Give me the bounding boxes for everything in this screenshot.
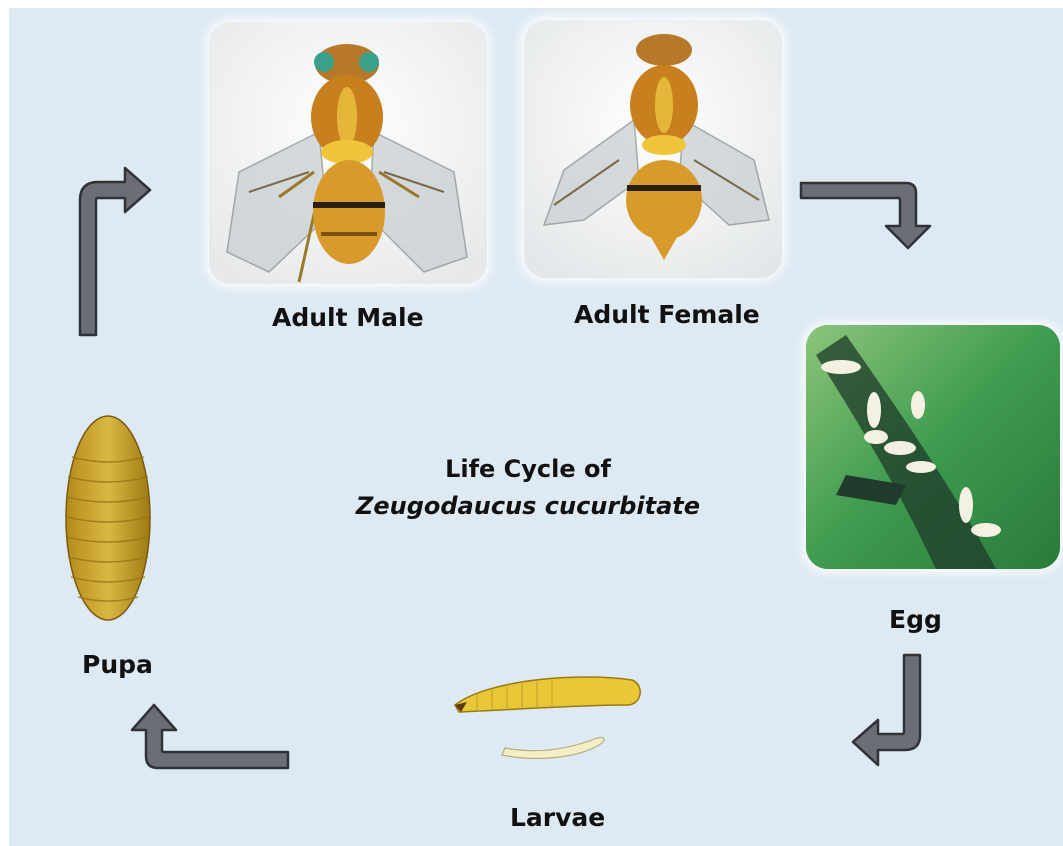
pupa-image <box>58 412 158 624</box>
diagram-title-line1: Life Cycle of <box>318 455 738 483</box>
arrow-pupa-to-adult <box>70 160 160 340</box>
arrow-larvae-to-pupa <box>118 700 293 775</box>
egg-label: Egg <box>889 605 942 634</box>
adult-female-photo <box>524 20 782 278</box>
adult-male-label: Adult Male <box>272 303 424 332</box>
larvae-image <box>447 650 647 780</box>
arrow-adult-to-egg <box>798 178 938 253</box>
pupa-label: Pupa <box>82 650 153 679</box>
adult-female-label: Adult Female <box>574 300 760 329</box>
larvae-label: Larvae <box>510 803 605 832</box>
arrow-egg-to-larvae <box>848 650 928 770</box>
egg-photo <box>806 325 1060 569</box>
adult-male-photo <box>209 22 487 284</box>
diagram-title-line2: Zeugodaucus cucurbitate <box>318 492 738 520</box>
